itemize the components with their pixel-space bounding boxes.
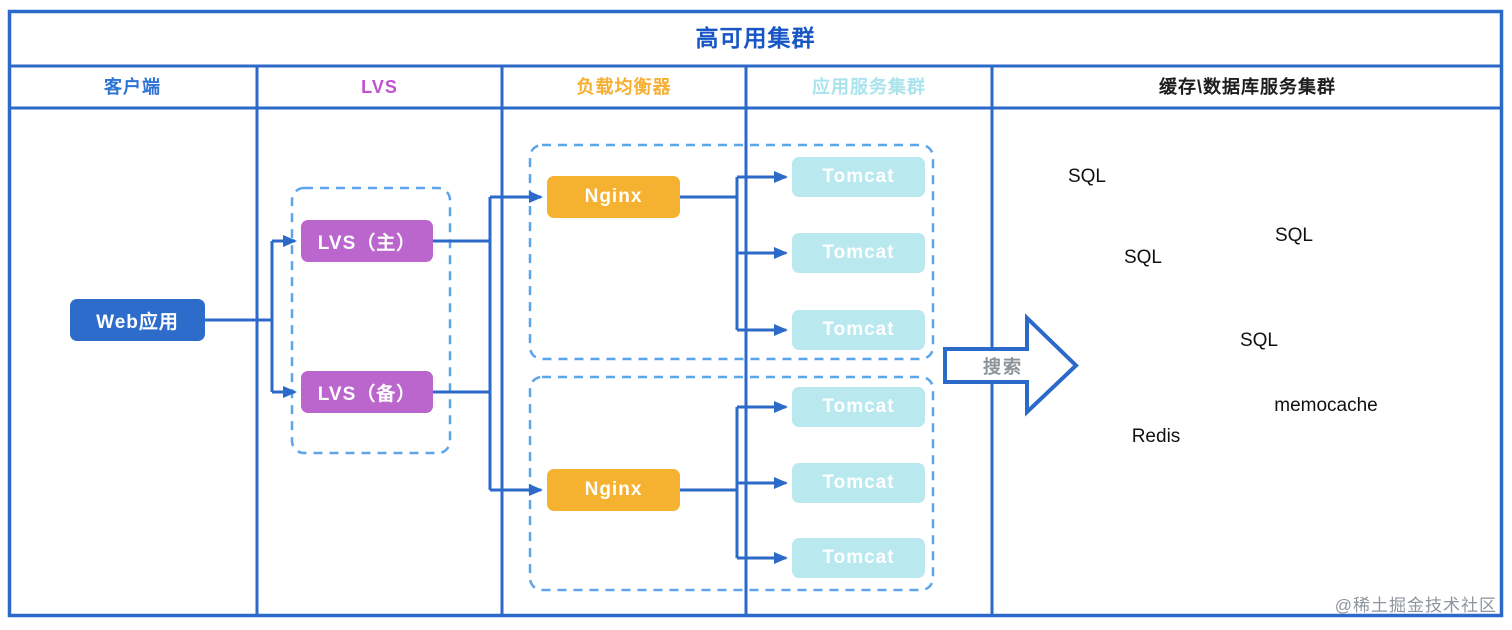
cache-db-label-sql-4: SQL bbox=[1239, 330, 1279, 351]
node-tomcat-1: Tomcat bbox=[792, 157, 925, 197]
search-block-arrow bbox=[943, 313, 1079, 417]
node-tomcat-6: Tomcat bbox=[792, 538, 925, 578]
node-tomcat-2: Tomcat bbox=[792, 233, 925, 273]
column-header-app-cluster: 应用服务集群 bbox=[812, 77, 926, 97]
cache-db-label-redis: Redis bbox=[1131, 426, 1181, 447]
node-web-app: Web应用 bbox=[70, 299, 205, 341]
node-lvs-master: LVS（主） bbox=[301, 220, 433, 262]
cache-db-label-sql-1: SQL bbox=[1067, 166, 1107, 187]
search-arrow-label: 搜索 bbox=[983, 357, 1023, 377]
watermark: @稀土掘金技术社区 bbox=[1334, 596, 1497, 615]
cache-db-label-sql-3: SQL bbox=[1123, 247, 1163, 268]
table-grid bbox=[7, 9, 1504, 618]
node-lvs-backup: LVS（备） bbox=[301, 371, 433, 413]
column-header-load-balancer: 负载均衡器 bbox=[576, 77, 672, 97]
diagram-title: 高可用集群 bbox=[695, 25, 816, 51]
connector-lines bbox=[205, 171, 788, 564]
lvs-group-frame bbox=[290, 186, 452, 455]
node-tomcat-3: Tomcat bbox=[792, 310, 925, 350]
column-header-client: 客户端 bbox=[104, 77, 161, 97]
node-tomcat-4: Tomcat bbox=[792, 387, 925, 427]
column-header-lvs: LVS bbox=[361, 77, 398, 97]
column-header-cache-db-cluster: 缓存\数据库服务集群 bbox=[1158, 77, 1336, 97]
cache-db-label-memocache: memocache bbox=[1274, 395, 1378, 416]
node-tomcat-5: Tomcat bbox=[792, 463, 925, 503]
node-nginx-top: Nginx bbox=[547, 176, 680, 218]
cache-db-label-sql-2: SQL bbox=[1274, 225, 1314, 246]
node-nginx-bottom: Nginx bbox=[547, 469, 680, 511]
